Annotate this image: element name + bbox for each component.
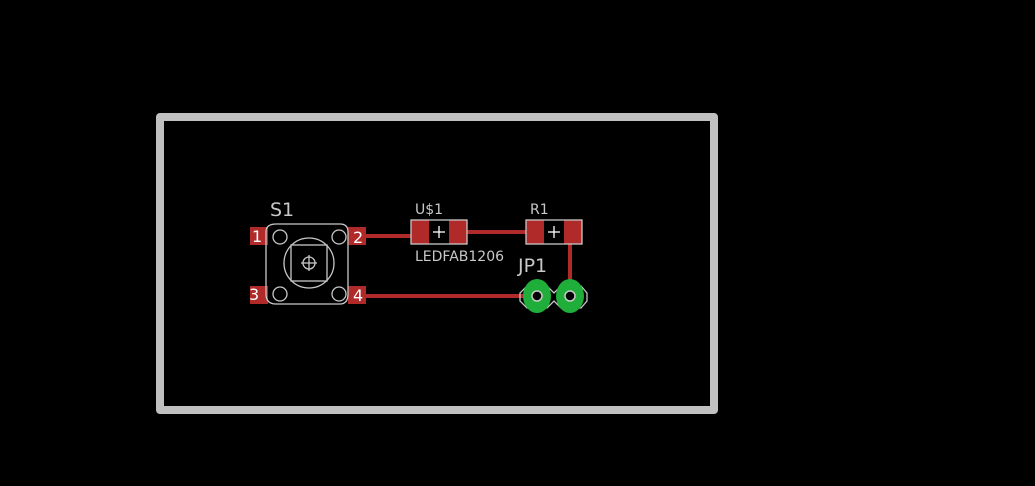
led-u1[interactable]: U$1 LEDFAB1206 [410,202,504,265]
r1-pad-left[interactable] [526,220,544,244]
s1-pad-4[interactable] [348,286,366,304]
r1-reference-label: R1 [530,202,549,218]
switch-s1[interactable]: S1 1 2 3 4 [249,199,366,305]
s1-pin-2-label: 2 [353,228,363,247]
s1-pin-4-label: 4 [353,286,363,305]
r1-center-cross [548,226,560,238]
s1-pin-1-label: 1 [252,227,262,246]
jp1-drill-1 [531,290,543,302]
jp1-silkscreen-outline [519,285,588,309]
s1-pad-2[interactable] [348,227,366,245]
u1-pad-left[interactable] [411,220,429,244]
board-outline [156,113,718,414]
jumper-jp1[interactable]: JP1 [517,255,588,313]
s1-pin-3-label: 3 [249,285,259,304]
u1-pad-right[interactable] [449,220,467,244]
resistor-r1[interactable]: R1 [525,202,583,245]
s1-pad-3[interactable] [250,286,268,304]
u1-center-cross [433,226,445,238]
u1-outline [410,219,468,245]
jp1-reference-label: JP1 [517,255,547,277]
s1-reference-label: S1 [270,199,294,221]
s1-silkscreen [265,223,349,305]
u1-reference-label: U$1 [415,202,443,218]
r1-pad-right[interactable] [564,220,582,244]
u1-value-label: LEDFAB1206 [415,249,504,265]
jp1-drill-2 [564,290,576,302]
s1-pad-1[interactable] [250,227,268,245]
r1-outline [525,219,583,245]
